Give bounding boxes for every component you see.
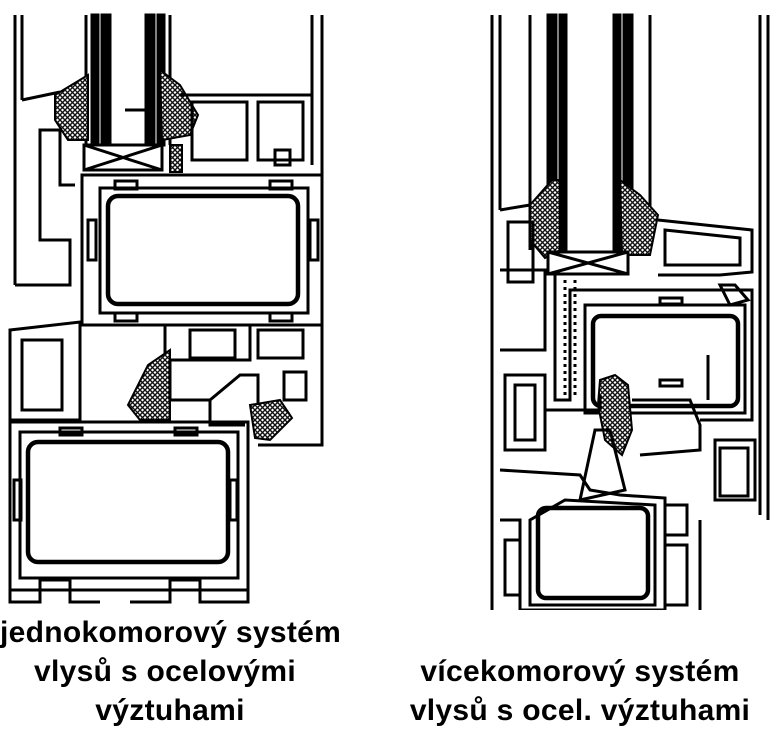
right-outer-frame [490,15,770,610]
right-caption-line-2: vlysů s ocel. výztuhami [409,694,751,727]
left-outer-frame [13,15,324,287]
right-steel-reinforcement-top [590,313,741,409]
left-glazing-bead [180,93,312,167]
left-frame-gasket [248,398,294,442]
right-steel-reinforcement-bottom [535,505,651,601]
left-caption-line-1: jednokomorový systém [0,616,342,649]
left-frame [8,320,250,604]
right-sash [553,275,754,422]
right-window-profile [490,13,770,610]
left-steel-reinforcement-top [105,193,301,307]
left-sash [80,173,324,447]
right-sash-gasket [596,373,634,457]
left-caption: jednokomorový systém vlysů s ocelovými v… [0,613,342,730]
right-glazing-gasket-outer [529,179,561,260]
right-caption: vícekomorový systém vlysů s ocel. výztuh… [395,652,765,730]
left-glazing-gasket-outer [54,73,89,141]
left-glazing-gasket-inner [158,67,200,142]
left-caption-line-3: výztuhami [95,694,245,727]
right-glazing-gasket-inner [618,177,660,256]
left-gasket-small [169,144,183,173]
left-window-profile [8,13,324,604]
window-profile-drawing [8,13,770,610]
left-caption-line-2: vlysů s ocelovými [34,655,296,688]
left-spacer-block [82,143,164,172]
right-frame-upper [500,268,757,502]
right-spacer-block [546,250,630,276]
right-caption-line-1: vícekomorový systém [420,655,740,688]
left-steel-reinforcement-bottom [25,439,231,565]
left-sash-gasket [126,348,171,421]
right-frame [499,468,702,610]
right-glazing-bead [499,203,754,307]
left-glazing [84,13,172,147]
